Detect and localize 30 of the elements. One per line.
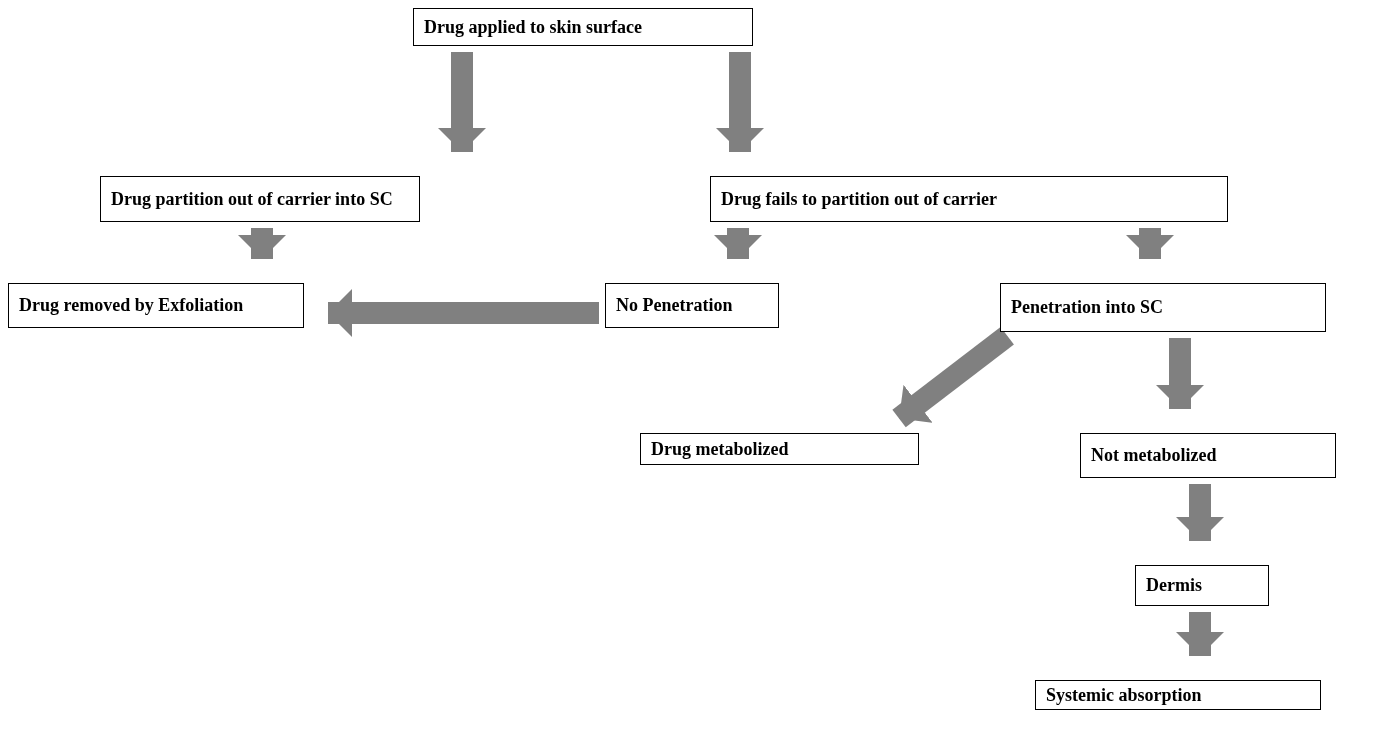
process-box [413, 8, 753, 46]
block-arrow [1176, 612, 1224, 656]
block-arrow [716, 52, 764, 152]
block-arrow [1176, 484, 1224, 541]
box-label: Drug fails to partition out of carrier [721, 188, 997, 210]
box-label: Drug removed by Exfoliation [19, 295, 244, 316]
block-arrow [328, 289, 599, 337]
block-arrow [1156, 338, 1204, 409]
block-arrow [892, 326, 1014, 428]
process-box [1035, 680, 1321, 710]
process-box [100, 176, 420, 222]
box-label: Drug partition out of carrier into SC [111, 188, 393, 210]
block-arrow [714, 228, 762, 259]
process-box [605, 283, 779, 328]
process-box [1135, 565, 1269, 606]
block-arrow [438, 52, 486, 152]
process-box [710, 176, 1228, 222]
block-arrow [1126, 228, 1174, 259]
box-label: Dermis [1146, 575, 1202, 596]
box-label: Systemic absorption [1046, 684, 1202, 706]
process-box [1080, 433, 1336, 478]
block-arrow [238, 228, 286, 259]
process-box [8, 283, 304, 328]
process-box [640, 433, 919, 465]
box-label: No Penetration [616, 295, 733, 316]
box-label: Not metabolized [1091, 445, 1217, 466]
box-label: Penetration into SC [1011, 297, 1163, 318]
box-label: Drug applied to skin surface [424, 16, 643, 38]
process-box [1000, 283, 1326, 332]
box-label: Drug metabolized [651, 438, 789, 460]
